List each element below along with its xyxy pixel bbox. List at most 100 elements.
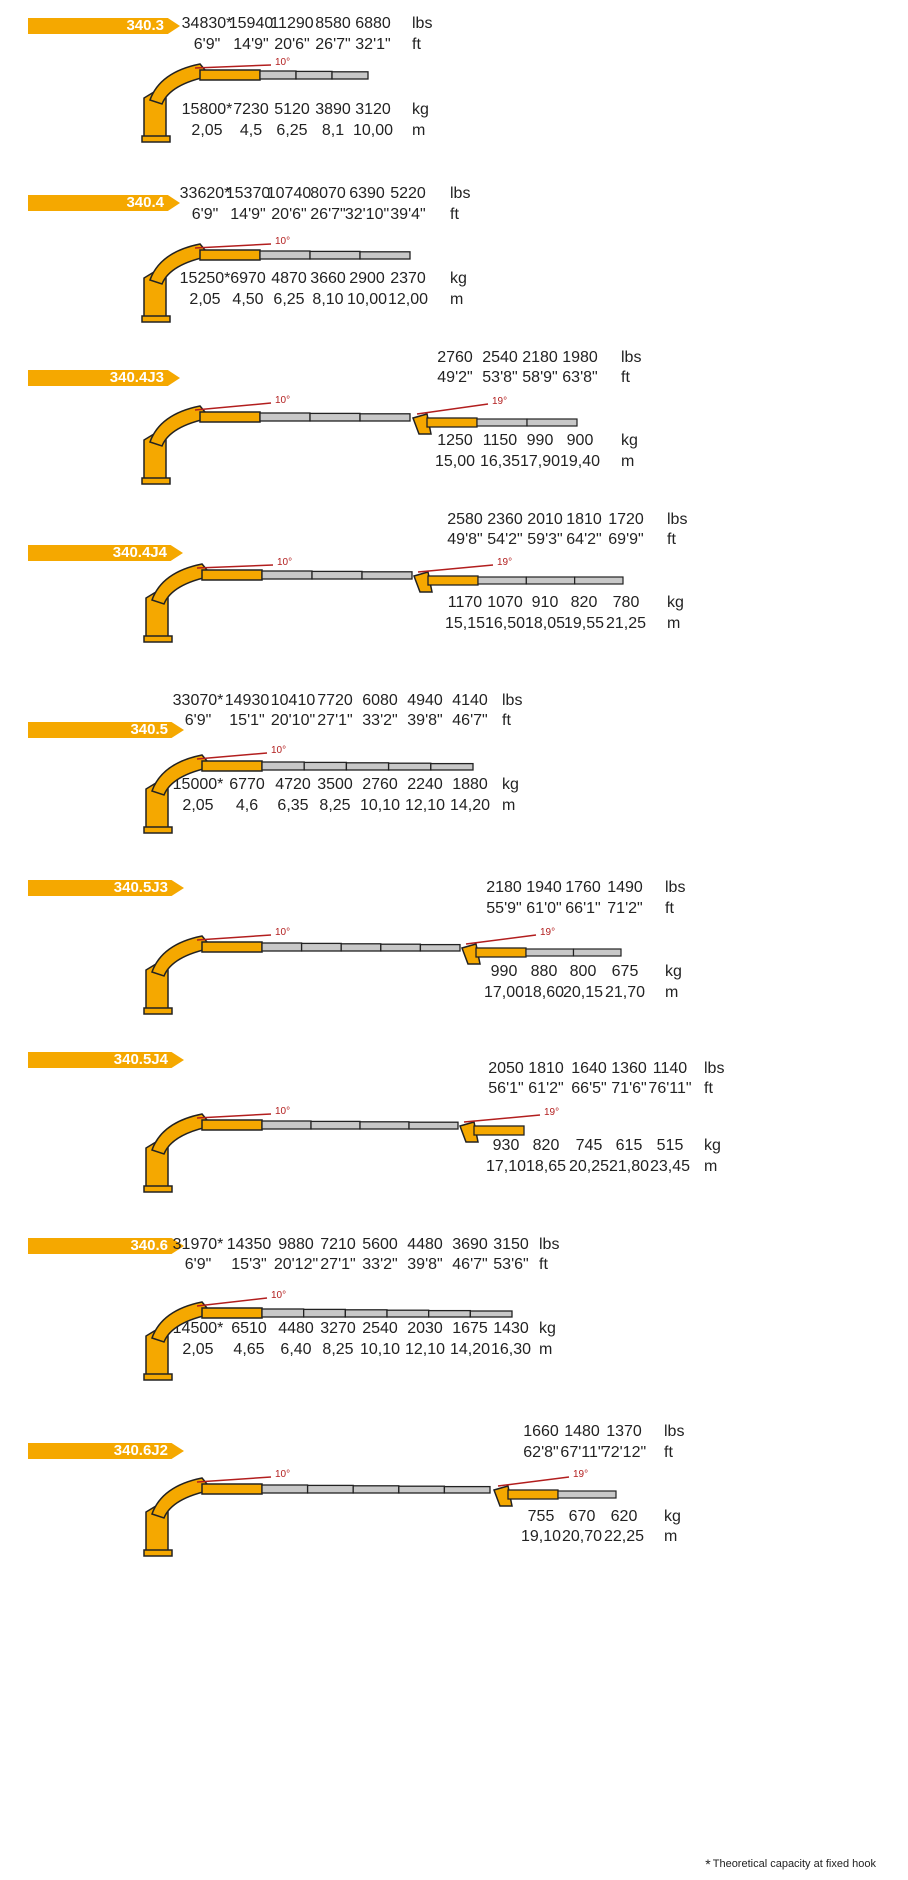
jib-extension	[557, 1490, 617, 1499]
value-cell: 1360	[611, 1060, 647, 1077]
row-ft: 6'9"14'9"20'6"26'7"32'1"ft	[0, 36, 908, 58]
value-cell: 19,55	[563, 615, 605, 632]
value-cell: 46'7"	[452, 1256, 488, 1273]
value-cell: 22,25	[603, 1528, 645, 1545]
value-cell: 10,00	[352, 122, 394, 139]
value-cell: 910	[531, 594, 559, 611]
value-cell: 2,05	[189, 291, 221, 308]
value-cell: 2540	[482, 349, 518, 366]
value-cell: 12,10	[404, 1341, 446, 1358]
value-cell: 4940	[407, 692, 443, 709]
value-cell: 20,15	[562, 984, 604, 1001]
value-cell: 6510	[231, 1320, 267, 1337]
model-tag: 340.3	[28, 18, 180, 34]
boom-extension	[331, 71, 369, 80]
value-cell: 26'7"	[315, 36, 351, 53]
jib-angle-line	[463, 1114, 541, 1123]
value-cell: 2540	[362, 1320, 398, 1337]
value-cell: 14'9"	[233, 36, 269, 53]
value-cell: 2180	[522, 349, 558, 366]
value-cell: 54'2"	[487, 531, 523, 548]
boom-base-section	[201, 1483, 263, 1495]
crane-base	[141, 315, 171, 323]
value-cell: 66'1"	[565, 900, 601, 917]
angle-label: 10°	[275, 236, 291, 247]
unit-label: lbs	[412, 15, 433, 32]
value-cell: 15'3"	[231, 1256, 267, 1273]
value-cell: 20'12"	[273, 1256, 319, 1273]
boom-extension	[419, 943, 461, 952]
value-cell: 58'9"	[522, 369, 558, 386]
boom-extension	[430, 762, 474, 771]
value-cell: 15,15	[444, 615, 486, 632]
value-cell: 4480	[407, 1236, 443, 1253]
value-cell: 1490	[607, 879, 643, 896]
model-tag: 340.4	[28, 195, 180, 211]
value-cell: 1760	[565, 879, 601, 896]
value-cell: 3500	[317, 776, 353, 793]
value-cell: 900	[566, 432, 594, 449]
value-cell: 2050	[488, 1060, 524, 1077]
crane-base	[141, 477, 171, 485]
value-cell: 20'6"	[271, 206, 307, 223]
angle-label: 10°	[275, 57, 291, 68]
unit-label: lbs	[667, 511, 688, 528]
value-cell: 27'1"	[320, 1256, 356, 1273]
value-cell: 8580	[315, 15, 351, 32]
value-cell: 3120	[355, 101, 391, 118]
value-cell: 2370	[390, 270, 426, 287]
value-cell: 1370	[606, 1423, 642, 1440]
value-cell: 32'1"	[355, 36, 391, 53]
value-cell: 26'7"	[310, 206, 346, 223]
angle-line	[196, 1113, 272, 1119]
value-cell: 20,25	[568, 1158, 610, 1175]
jib-angle-line	[416, 403, 489, 415]
model-tag: 340.4J4	[28, 545, 183, 561]
value-cell: 14930	[224, 692, 270, 709]
value-cell: 33'2"	[362, 712, 398, 729]
angle-label: 10°	[277, 557, 293, 568]
row-ft: 49'8"54'2"59'3"64'2"69'9"ft	[0, 531, 908, 553]
value-cell: 515	[656, 1137, 684, 1154]
angle-label: 10°	[275, 395, 291, 406]
value-cell: 16,30	[490, 1341, 532, 1358]
value-cell: 10740	[266, 185, 312, 202]
value-cell: 930	[492, 1137, 520, 1154]
value-cell: 6'9"	[193, 36, 221, 53]
value-cell: 2030	[407, 1320, 443, 1337]
value-cell: 76'11"	[648, 1080, 692, 1097]
angle-line	[194, 402, 272, 411]
value-cell: 72'12"	[601, 1444, 647, 1461]
crane-base	[143, 826, 173, 834]
value-cell: 2360	[487, 511, 523, 528]
value-cell: 6'9"	[184, 1256, 212, 1273]
value-cell: 18,60	[523, 984, 565, 1001]
unit-label: kg	[621, 432, 638, 449]
boom-extension	[398, 1485, 446, 1494]
value-cell: 8,25	[319, 797, 351, 814]
value-cell: 6770	[229, 776, 265, 793]
value-cell: 3890	[315, 101, 351, 118]
angle-line	[196, 934, 272, 941]
angle-label: 10°	[271, 1290, 287, 1301]
value-cell: 66'5"	[571, 1080, 607, 1097]
value-cell: 6080	[362, 692, 398, 709]
value-cell: 16,50	[484, 615, 526, 632]
model-tag: 340.4J3	[28, 370, 180, 386]
